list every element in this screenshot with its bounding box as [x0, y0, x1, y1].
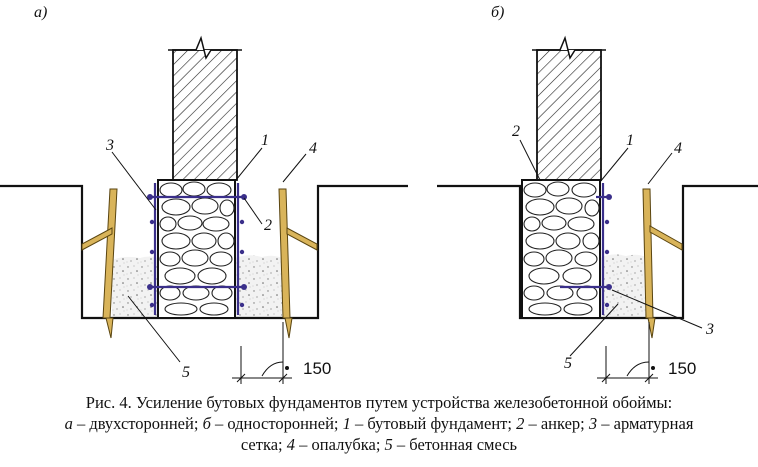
legend-text-2: – анкер;	[524, 414, 589, 433]
legend-key-a: а	[64, 414, 73, 433]
callout-3-b: 3	[705, 321, 714, 338]
legend-text-a: – двухсторонней;	[72, 414, 203, 433]
concrete-mix-b	[600, 254, 646, 318]
dimension-label-a: 150	[303, 359, 331, 378]
rubble-stones-b	[523, 181, 600, 316]
panel-a-label: а)	[34, 4, 47, 21]
legend-key-b: б	[202, 414, 211, 433]
dimension-a	[232, 322, 292, 384]
anchor-bolts-a	[147, 194, 247, 308]
legend-key-3: 3	[588, 414, 598, 433]
callout-5-b: 5	[564, 355, 572, 372]
callout-1-a: 1	[261, 132, 269, 149]
callout-5-a: 5	[182, 364, 190, 381]
legend-text-b: – односторонней;	[210, 414, 343, 433]
callout-4-b: 4	[674, 140, 682, 157]
break-mark-b	[532, 35, 606, 60]
legend-text-3: – арматурная	[597, 414, 694, 433]
legend-text-3-cont: сетка;	[240, 435, 287, 454]
callouts-b	[519, 139, 703, 357]
callout-2-a: 2	[264, 217, 272, 234]
callouts-a	[111, 147, 307, 363]
legend-key-2: 2	[516, 414, 525, 433]
legend-text-1: – бутовый фундамент;	[350, 414, 517, 433]
callout-3-a: 3	[105, 137, 114, 154]
legend-text-5: – бетонная смесь	[392, 435, 518, 454]
legend-key-5: 5	[384, 435, 393, 454]
wall-a	[172, 49, 238, 181]
legend-text-4: – опалубка;	[295, 435, 385, 454]
formwork-b	[642, 188, 683, 339]
formwork-a	[81, 188, 318, 339]
callout-2-b: 2	[512, 123, 520, 140]
foundation-diagram: а)	[0, 4, 758, 384]
figure-caption: Рис. 4. Усиление бутовых фундаментов пут…	[0, 392, 758, 455]
callout-1-b: 1	[626, 132, 634, 149]
caption-line-1: Рис. 4. Усиление бутовых фундаментов пут…	[85, 393, 673, 412]
caption-line-3: сетка; 4 – опалубка; 5 – бетонная смесь	[0, 434, 758, 455]
dimension-b	[597, 322, 658, 384]
concrete-mix-a	[112, 256, 158, 318]
callout-4-a: 4	[309, 140, 317, 157]
dimension-label-b: 150	[668, 359, 696, 378]
legend-key-4: 4	[286, 435, 296, 454]
panel-b-label: б)	[491, 4, 504, 21]
break-mark-a	[168, 35, 242, 60]
ground-line-b	[437, 184, 758, 320]
wall-b	[536, 49, 602, 181]
caption-line-2: а – двухсторонней; б – односторонней; 1 …	[0, 413, 758, 434]
legend-key-1: 1	[342, 414, 351, 433]
anchor-bolts-b	[604, 194, 612, 308]
panel-a: а)	[0, 4, 408, 384]
reinforcement-mesh-a	[148, 183, 246, 315]
panel-b: б)	[437, 4, 758, 384]
